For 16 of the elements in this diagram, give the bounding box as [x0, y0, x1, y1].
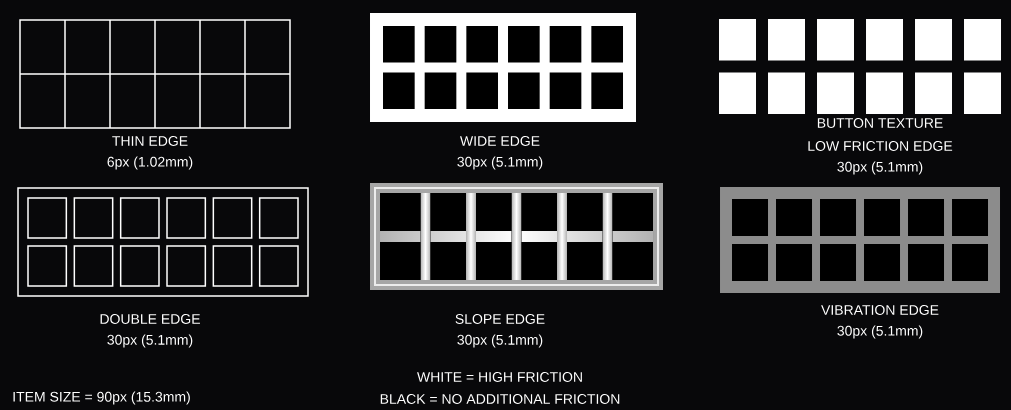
- caption: DOUBLE EDGE: [100, 314, 200, 324]
- caption: BUTTON TEXTURE: [817, 118, 943, 128]
- caption: THIN EDGE: [112, 136, 188, 146]
- caption: 30px (5.1mm): [837, 161, 923, 175]
- caption: 30px (5.1mm): [837, 325, 923, 339]
- caption: ITEM SIZE = 90px (15.3mm): [13, 391, 190, 405]
- caption: BLACK = NO ADDITIONAL FRICTION: [380, 394, 620, 404]
- caption: VIBRATION EDGE: [821, 305, 939, 315]
- caption: 30px (5.1mm): [457, 156, 543, 170]
- caption: 30px (5.1mm): [107, 334, 193, 348]
- caption: WIDE EDGE: [460, 136, 540, 146]
- caption: LOW FRICTION EDGE: [808, 141, 953, 151]
- caption: 30px (5.1mm): [457, 334, 543, 348]
- caption: WHITE = HIGH FRICTION: [417, 372, 582, 382]
- caption: 6px (1.02mm): [107, 156, 193, 170]
- caption: SLOPE EDGE: [455, 314, 545, 324]
